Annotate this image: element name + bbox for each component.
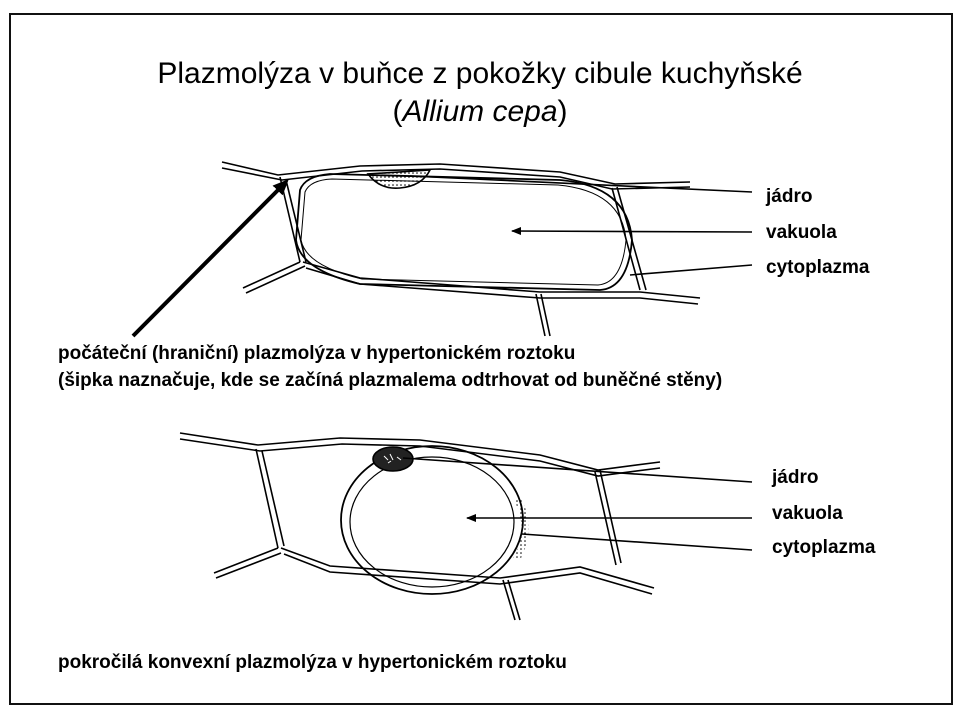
bottom-label-vacuole: vakuola bbox=[772, 503, 843, 524]
plasmolysis-start-arrow bbox=[131, 179, 289, 338]
species-name: Allium cepa bbox=[402, 95, 558, 128]
bottom-label-nucleus: jádro bbox=[772, 467, 819, 488]
top-label-cytoplasm: cytoplazma bbox=[766, 257, 870, 278]
top-caption-line2: (šipka naznačuje, kde se začíná plazmale… bbox=[58, 370, 723, 391]
bottom-label-cytoplasm: cytoplazma bbox=[772, 537, 876, 558]
figure-subtitle: (Allium cepa) bbox=[392, 95, 568, 128]
bottom-protoplast-inner bbox=[349, 456, 515, 588]
top-caption-line1: počáteční (hraniční) plazmolýza v hypert… bbox=[58, 343, 576, 364]
bottom-protoplast-outer bbox=[340, 445, 524, 595]
top-nucleus bbox=[366, 169, 432, 190]
bottom-caption: pokročilá konvexní plazmolýza v hyperton… bbox=[58, 652, 567, 673]
top-label-nucleus: jádro bbox=[766, 186, 813, 207]
bottom-cell-walls bbox=[179, 432, 661, 621]
top-cell-walls bbox=[221, 161, 701, 337]
top-label-lines bbox=[409, 175, 753, 276]
top-label-vacuole: vakuola bbox=[766, 222, 837, 243]
top-protoplast bbox=[295, 173, 633, 291]
figure-title: Plazmolýza v buňce z pokožky cibule kuch… bbox=[157, 57, 803, 90]
figure-frame bbox=[9, 13, 953, 705]
bottom-label-lines bbox=[402, 457, 753, 551]
